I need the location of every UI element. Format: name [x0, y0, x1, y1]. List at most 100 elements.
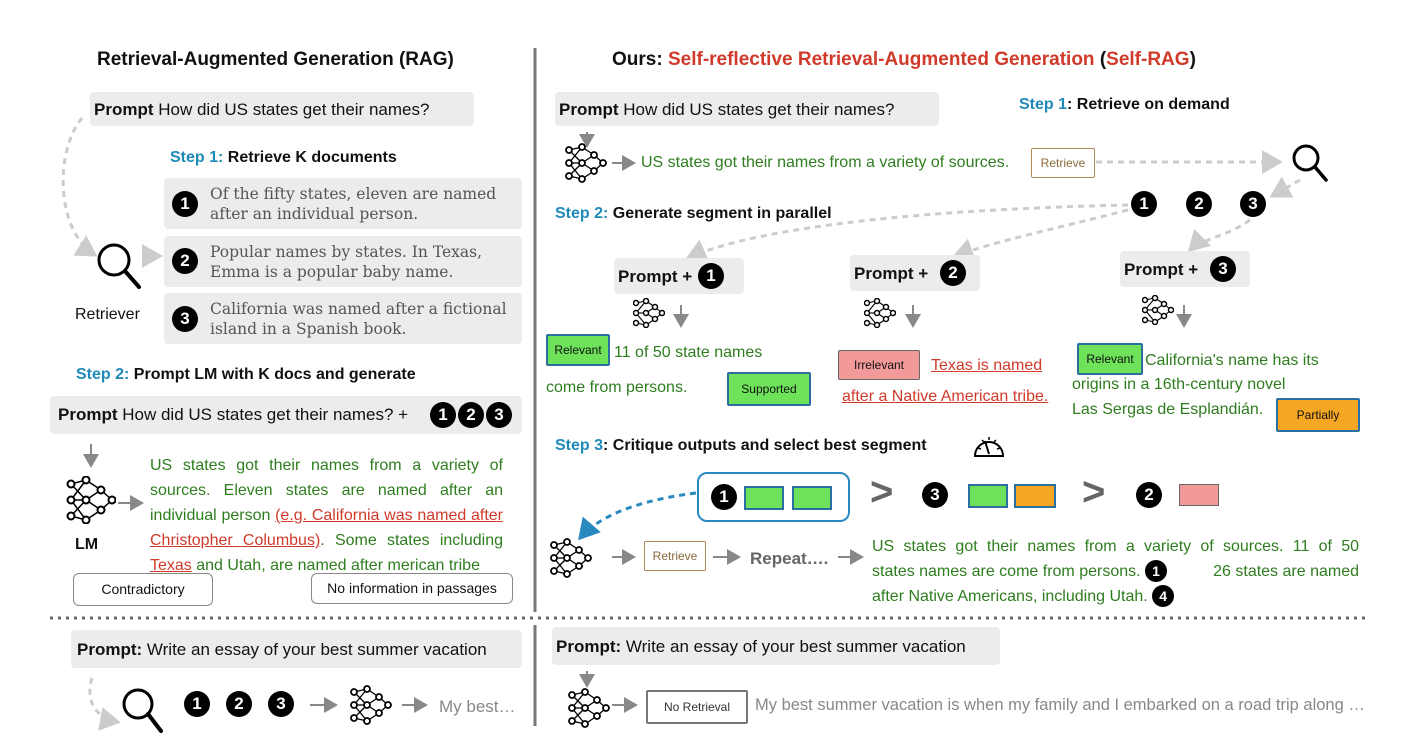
title-paren-close: ): [1189, 49, 1196, 70]
relevant-mini-tag: [968, 484, 1008, 508]
neural-network-icon: [550, 538, 592, 578]
step1-label: Step 1: [1019, 96, 1068, 113]
neural-network-icon: [864, 298, 896, 328]
step2-text: Prompt LM with K docs and generate: [133, 366, 416, 383]
selfrag-final-output: US states got their names from a variety…: [872, 534, 1359, 609]
selfrag-first-segment: US states got their names from a variety…: [641, 154, 1010, 171]
num-3-icon: 3: [1240, 191, 1266, 217]
gen-part4: and Utah, are named after: [196, 557, 384, 574]
irrelevant-mini-tag: [1179, 484, 1219, 506]
neural-network-icon: [568, 688, 610, 728]
step3-label: Step 3: [555, 437, 604, 454]
greater-than-1: >: [870, 470, 894, 514]
rag-step1: Step 1: Retrieve K documents: [170, 149, 397, 167]
supported-mini-tag: [792, 486, 832, 510]
num-2-icon: 2: [1136, 482, 1162, 508]
relevant-mini-tag: [744, 486, 784, 510]
prompt2-label: Prompt: [58, 405, 118, 424]
lm-label: LM: [75, 536, 99, 553]
step1-text: : Retrieve on demand: [1067, 96, 1230, 113]
gen-part5: merican tribe: [387, 557, 480, 574]
title-selfrag: Self-RAG: [1106, 49, 1190, 70]
prompt-plus-1: Prompt + 1: [614, 258, 744, 294]
partially-tag: Partially: [1276, 398, 1360, 432]
num-3-icon: 3: [922, 482, 948, 508]
step1-text: Retrieve K documents: [227, 149, 397, 166]
retrieve-tag: Retrieve: [644, 541, 706, 571]
repeat-text: Repeat….: [750, 549, 829, 568]
neural-network-icon: [565, 143, 607, 183]
num-1-icon: 1: [1131, 191, 1157, 217]
selfrag-title: Ours: Self-reflective Retrieval-Augmente…: [612, 49, 1196, 71]
seg3-text-b: origins in a 16th-century novel: [1072, 376, 1286, 393]
selfrag-step3: Step 3: Critique outputs and select best…: [555, 437, 927, 455]
final-b: states names are come from persons.: [872, 563, 1141, 580]
neural-network-icon: [350, 685, 392, 725]
gauge-icon: [973, 437, 1005, 457]
doc-3-text: California was named after a fictional i…: [210, 300, 507, 338]
partially-mini-tag: [1014, 484, 1056, 508]
num-2-icon: 2: [458, 402, 484, 428]
num-1-icon: 1: [184, 691, 210, 717]
step1-label: Step 1:: [170, 149, 224, 166]
neural-network-icon: [66, 476, 116, 524]
prompt-label: Prompt: [559, 100, 619, 119]
neural-network-icon: [1142, 295, 1174, 325]
num-3-icon: 3: [1210, 256, 1236, 282]
prompt-plus-3: Prompt + 3: [1120, 251, 1250, 287]
rag-prompt2-box: Prompt How did US states get their names…: [50, 396, 522, 434]
num-1-icon: 1: [711, 484, 737, 510]
gen-part3: . Some states including: [320, 532, 503, 549]
irrelevant-tag: Irrelevant: [838, 350, 920, 380]
relevant-tag: Relevant: [546, 334, 610, 366]
relevant-tag: Relevant: [1077, 343, 1143, 375]
doc-1: 1 Of the fifty states, eleven are named …: [164, 178, 522, 229]
prompt-text: How did US states get their names?: [623, 100, 895, 119]
gen-texas: Texas: [150, 557, 192, 574]
num-1-icon: 1: [172, 191, 198, 217]
gen-part2: (e.g. California was named after Christo…: [150, 507, 503, 549]
supported-tag: Supported: [727, 372, 811, 406]
callout-no-information: No information in passages: [311, 573, 513, 604]
seg1-text-a: 11 of 50 state names: [614, 344, 763, 361]
num-2-icon: 2: [1186, 191, 1212, 217]
search-icon: [1292, 144, 1328, 182]
num-2-icon: 2: [226, 691, 252, 717]
num-1-icon: 1: [698, 263, 724, 289]
num-3-icon: 3: [486, 402, 512, 428]
step2-label: Step 2:: [555, 205, 609, 222]
prompt-text: Write an essay of your best summer vacat…: [146, 640, 487, 659]
neural-network-icon: [633, 298, 665, 328]
title-ours: Ours:: [612, 49, 663, 70]
retriever-label: Retriever: [75, 306, 140, 323]
retrieve-tag: Retrieve: [1031, 148, 1095, 178]
num-4-icon: 4: [1152, 585, 1175, 607]
callout-contradictory: Contradictory: [73, 573, 213, 606]
rag-generation: US states got their names from a variety…: [150, 453, 503, 578]
prompt-label: Prompt:: [556, 637, 622, 656]
rag-step2: Step 2: Prompt LM with K docs and genera…: [76, 366, 416, 384]
doc-2-text: Popular names by states. In Texas, Emma …: [210, 243, 482, 281]
bottom-left-prompt-box: Prompt: Write an essay of your best summ…: [71, 630, 522, 668]
prompt-plus-2: Prompt + 2: [850, 255, 980, 291]
prompt-retriever-curve: [61, 117, 98, 257]
title-red: Self-reflective Retrieval-Augmented Gene…: [667, 49, 1095, 70]
prompt2-text: How did US states get their names? +: [122, 405, 409, 424]
gen-part1: US states got their names from a variety…: [150, 457, 503, 524]
step3-text: : Critique outputs and select best segme…: [603, 437, 927, 454]
best-segment-box: 1: [697, 472, 850, 522]
prompt-text: How did US states get their names?: [158, 100, 430, 119]
search-icon: [122, 688, 163, 733]
selfrag-step2: Step 2: Generate segment in parallel: [555, 205, 832, 223]
bottom-left-output: My best…: [439, 697, 516, 716]
final-c: 26 states are named: [1213, 563, 1359, 580]
num-2-icon: 2: [940, 260, 966, 286]
prompt-label: Prompt:: [77, 640, 143, 659]
doc-1-text: Of the fifty states, eleven are named af…: [210, 185, 497, 223]
rag-prompt-box: Prompt How did US states get their names…: [90, 92, 474, 126]
step2-text: Generate segment in parallel: [612, 205, 832, 222]
selfrag-prompt-box: Prompt How did US states get their names…: [555, 92, 939, 126]
greater-than-2: >: [1082, 470, 1106, 514]
num-1-icon: 1: [1145, 560, 1168, 582]
